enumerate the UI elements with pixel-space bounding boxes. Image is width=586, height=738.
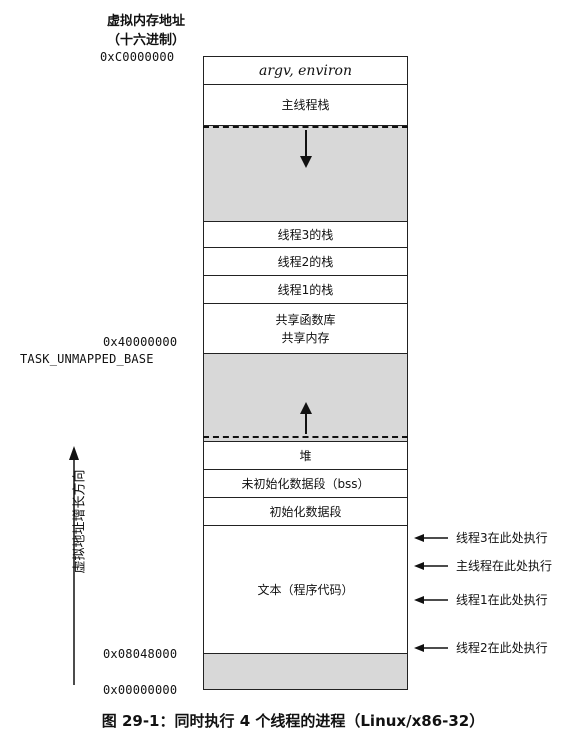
heap-grow-up-arrow [300,402,312,434]
address-mid-name: TASK_UNMAPPED_BASE [20,352,154,366]
heap-label: 堆 [299,448,312,463]
text-segment-block: 文本（程序代码） [203,526,408,654]
bss-label: 未初始化数据段（bss） [241,476,370,491]
thread1-pointer-arrow [414,596,448,604]
argv-environ-label: argv, environ [259,62,352,79]
thread2-stack-block: 线程2的栈 [203,248,408,276]
thread3-stack-label: 线程3的栈 [277,227,334,242]
thread1-exec-label: 线程1在此处执行 [456,593,548,607]
main-thread-stack-label: 主线程栈 [281,98,330,112]
address-top: 0xC0000000 [100,50,175,64]
shared-libs-block: 共享函数库 共享内存 [203,304,408,354]
thread3-exec-label: 线程3在此处执行 [456,531,548,545]
shared-memory-label: 共享内存 [281,330,330,345]
thread1-stack-block: 线程1的栈 [203,276,408,304]
figure-caption: 图 29-1：同时执行 4 个线程的进程（Linux/x86-32） [101,712,485,730]
address-text-start: 0x08048000 [103,647,178,661]
address-mid: 0x40000000 [103,335,178,349]
argv-environ-block: argv, environ [203,56,408,85]
main-thread-exec-label: 主线程在此处执行 [456,559,553,573]
thread2-pointer-arrow [414,644,448,652]
main-thread-pointer-arrow [414,562,448,570]
address-direction-arrow [69,446,79,685]
heap-limit-dashed-line [203,436,408,438]
address-header-subtitle: （十六进制） [106,33,185,48]
data-segment-label: 初始化数据段 [269,504,342,519]
stack-limit-dashed-line [203,126,408,128]
address-growth-direction-label: 虚拟地址增长方向 [72,469,88,574]
thread2-stack-label: 线程2的栈 [277,254,334,269]
thread3-pointer-arrow [414,534,448,542]
stack-grow-down-arrow [300,130,312,168]
bss-block: 未初始化数据段（bss） [203,470,408,498]
address-zero: 0x00000000 [103,683,178,697]
thread2-exec-label: 线程2在此处执行 [456,641,548,655]
unmapped-low-area [203,654,408,690]
data-segment-block: 初始化数据段 [203,498,408,526]
heap-block: 堆 [203,442,408,470]
thread3-stack-block: 线程3的栈 [203,222,408,248]
main-thread-stack-block: 主线程栈 [203,85,408,126]
thread1-stack-label: 线程1的栈 [277,282,334,297]
address-header-title: 虚拟内存地址 [106,14,185,29]
text-segment-label: 文本（程序代码） [257,582,354,597]
shared-libs-label: 共享函数库 [275,312,336,327]
